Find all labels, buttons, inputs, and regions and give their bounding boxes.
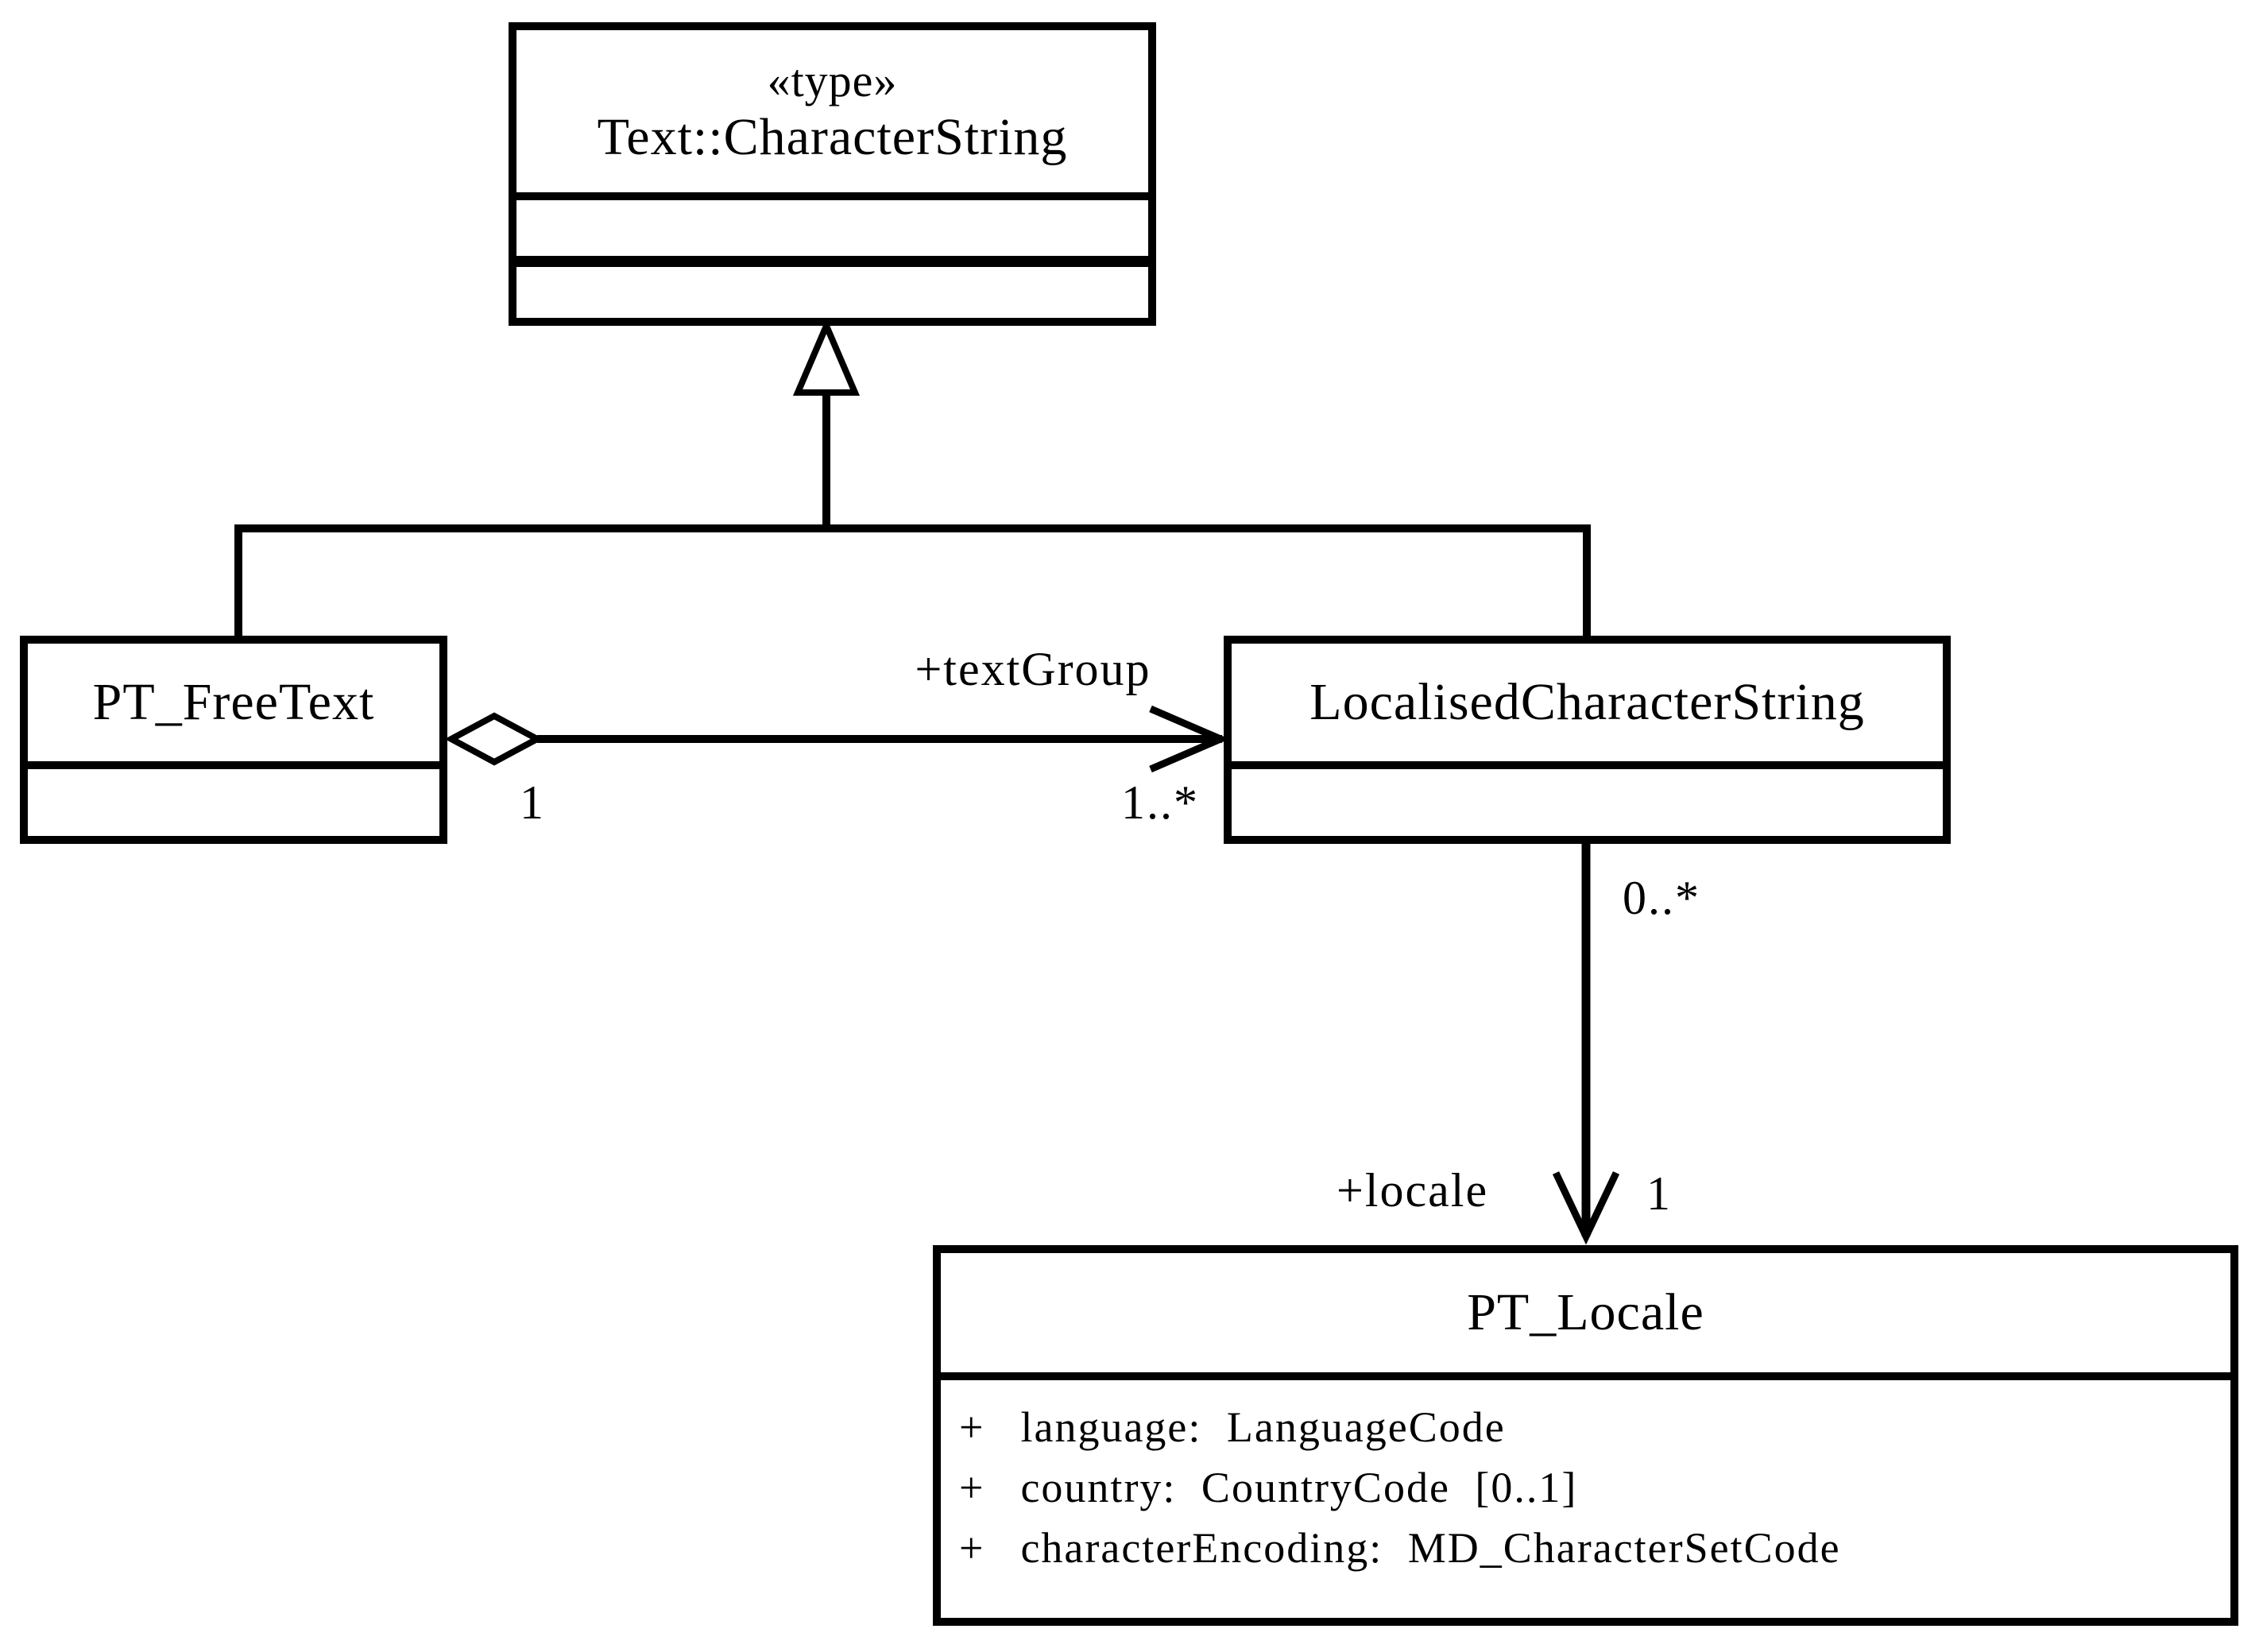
- visibility-sign: +: [959, 1403, 985, 1451]
- attributes-compartment: + language: LanguageCode + country: Coun…: [941, 1372, 2230, 1618]
- class-name-text-characterstring: Text::CharacterString: [597, 108, 1068, 167]
- attributes-compartment-empty: [516, 192, 1148, 256]
- aggregation-diamond: [444, 712, 544, 766]
- visibility-sign: +: [959, 1464, 985, 1511]
- operations-compartment-empty: [516, 256, 1148, 318]
- multiplicity-textgroup-source: 1: [520, 776, 545, 829]
- multiplicity-locale-target: 1: [1646, 1167, 1672, 1220]
- name-compartment: LocalisedCharacterString: [1232, 644, 1943, 761]
- class-box-text-characterstring: «type» Text::CharacterString: [509, 22, 1156, 326]
- name-compartment: «type» Text::CharacterString: [516, 30, 1148, 192]
- attributes-compartment-empty: [1232, 761, 1943, 836]
- multiplicity-textgroup-target: 1..*: [1121, 776, 1199, 829]
- attribute-text: language: LanguageCode: [1020, 1403, 1506, 1451]
- attribute-text: characterEncoding: MD_CharacterSetCode: [1020, 1524, 1841, 1572]
- generalization-triangle-arrowhead: [792, 317, 861, 396]
- class-name-pt-locale: PT_Locale: [1467, 1283, 1704, 1342]
- role-label-locale: +locale: [1337, 1164, 1489, 1217]
- class-name-localisedcharacterstring: LocalisedCharacterString: [1309, 673, 1865, 732]
- name-compartment: PT_Locale: [941, 1253, 2230, 1372]
- open-arrowhead-locale: [1552, 1171, 1620, 1245]
- name-compartment: PT_FreeText: [28, 644, 439, 761]
- multiplicity-locale-source: 0..*: [1623, 872, 1700, 924]
- class-box-pt-locale: PT_Locale + language: LanguageCode + cou…: [933, 1245, 2238, 1626]
- attribute-row-characterencoding: + characterEncoding: MD_CharacterSetCode: [959, 1523, 2215, 1584]
- visibility-sign: +: [959, 1524, 985, 1572]
- stereotype-label: «type»: [767, 54, 898, 106]
- class-box-localisedcharacterstring: LocalisedCharacterString: [1224, 636, 1951, 844]
- class-name-pt-freetext: PT_FreeText: [92, 673, 375, 732]
- role-label-textgroup: +textGroup: [915, 643, 1151, 695]
- attribute-row-language: + language: LanguageCode: [959, 1402, 2215, 1463]
- attribute-text: country: CountryCode [0..1]: [1020, 1464, 1578, 1511]
- class-box-pt-freetext: PT_FreeText: [20, 636, 447, 844]
- attributes-compartment-empty: [28, 761, 439, 836]
- attribute-row-country: + country: CountryCode [0..1]: [959, 1463, 2215, 1523]
- open-arrowhead-textgroup: [1149, 705, 1230, 773]
